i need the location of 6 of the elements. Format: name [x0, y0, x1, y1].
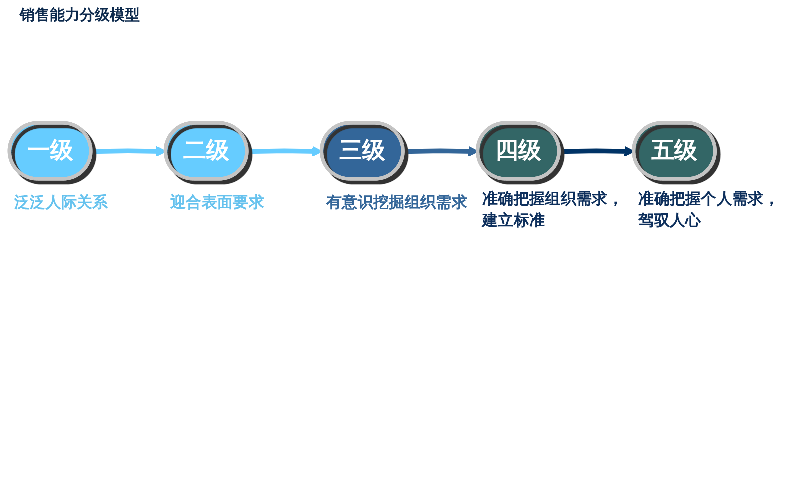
- node-caption: 准确把握组织需求，建立标准: [482, 188, 624, 232]
- node-caption: 准确把握个人需求，驾驭人心: [638, 188, 781, 232]
- node-caption: 迎合表面要求: [170, 192, 264, 214]
- node-caption: 有意识挖掘组织需求: [326, 192, 468, 214]
- diagram-title: 销售能力分级模型: [20, 6, 140, 25]
- node-caption: 泛泛人际关系: [14, 192, 108, 214]
